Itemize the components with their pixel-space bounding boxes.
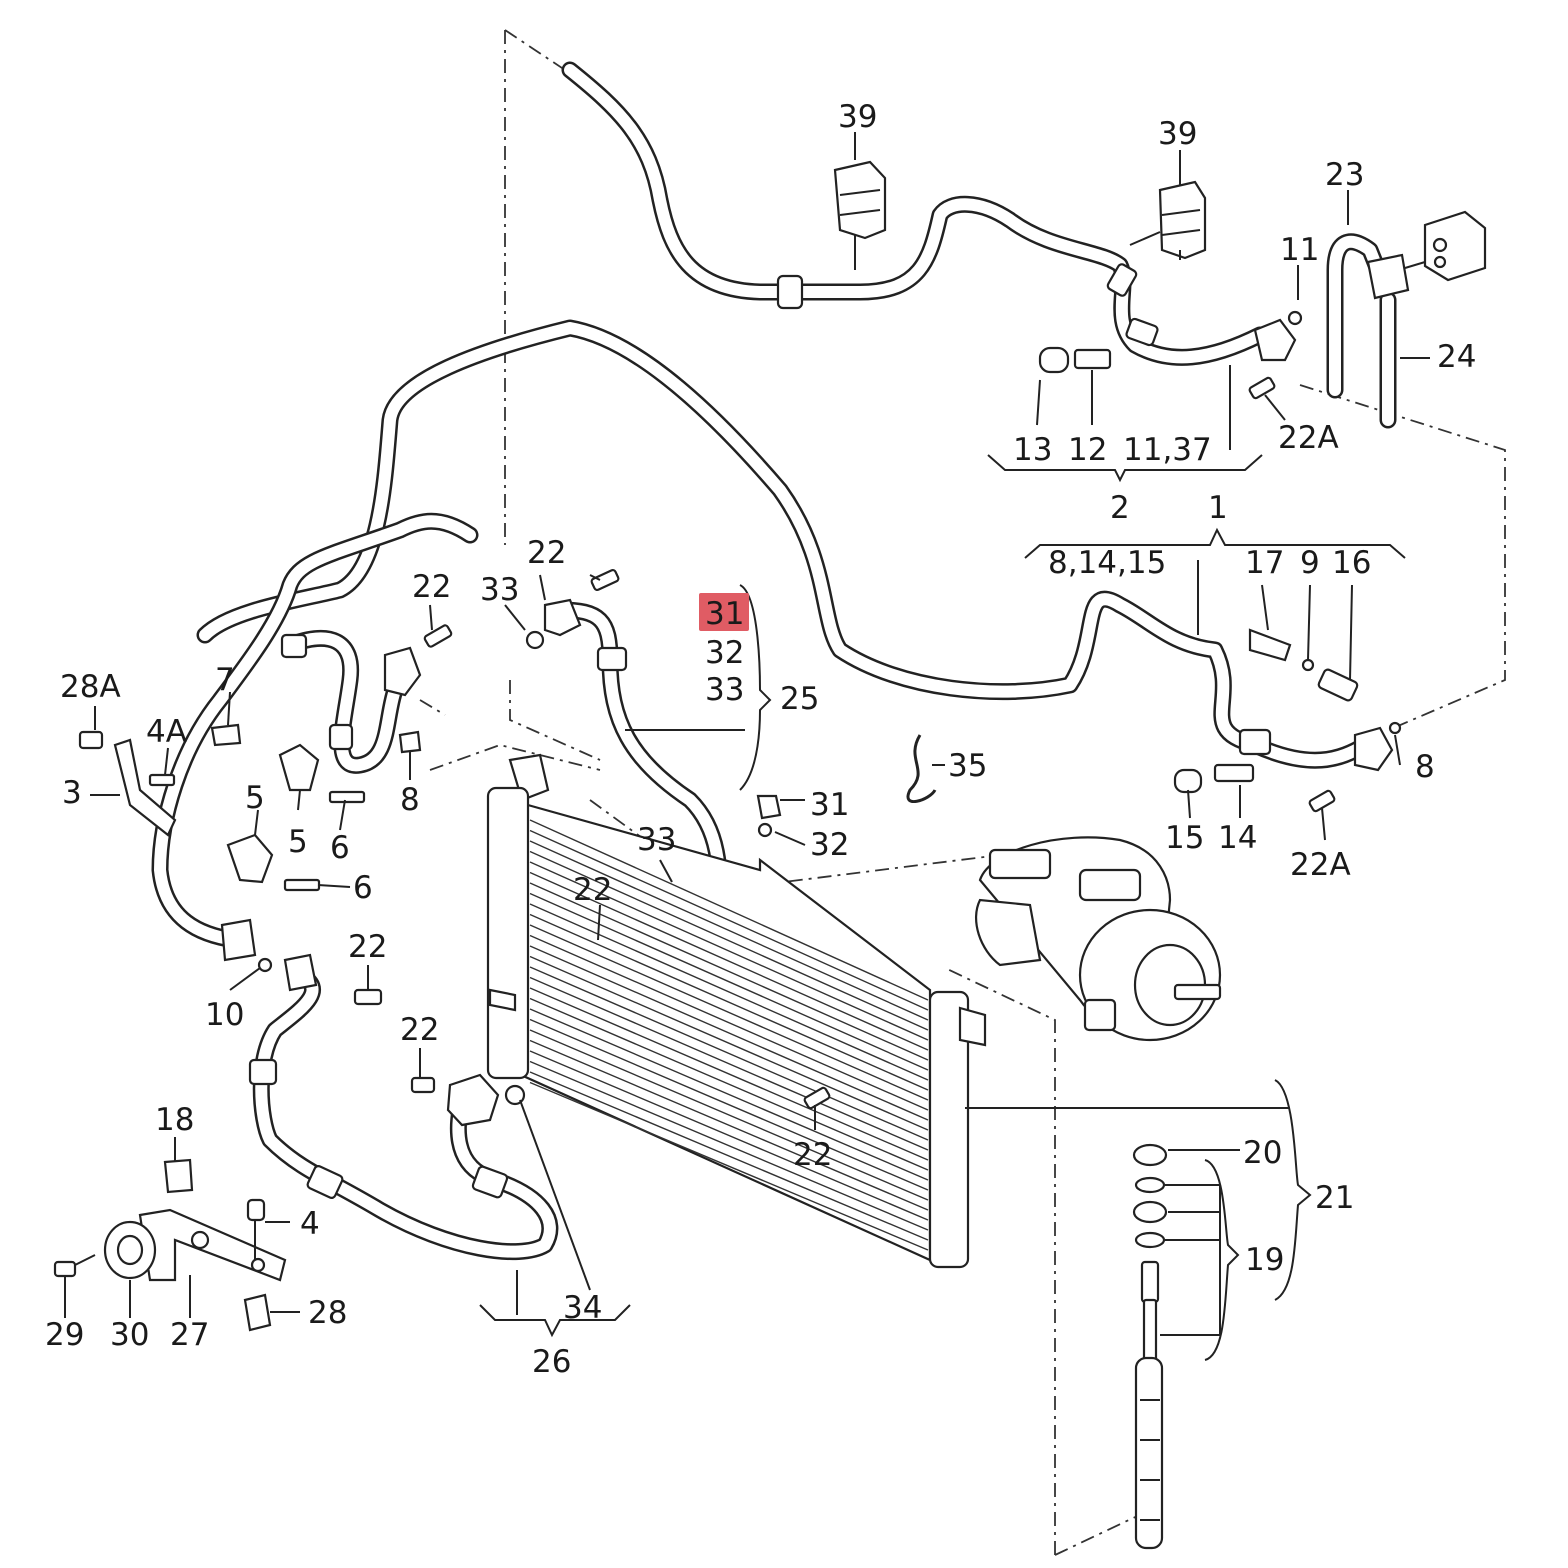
label-13: 13	[1013, 432, 1052, 468]
wiring-harness-35	[906, 734, 937, 804]
label-8-14-15: 8,14,15	[1048, 545, 1166, 581]
condenser-fin	[529, 829, 929, 1011]
compressor	[975, 836, 1222, 1042]
label-22A-top: 22A	[1278, 420, 1339, 456]
label-28A: 28A	[60, 669, 121, 705]
label-25: 25	[780, 681, 819, 717]
mounting-hardware	[53, 1158, 287, 1332]
label-22e: 22	[400, 1012, 439, 1048]
condenser-fin	[529, 987, 929, 1161]
condenser-fin	[529, 892, 929, 1071]
label-22-top: 22	[527, 535, 566, 571]
label-18: 18	[155, 1102, 194, 1138]
condenser-fin	[529, 934, 929, 1111]
condenser-fin	[529, 955, 929, 1131]
label-26: 26	[532, 1344, 571, 1380]
label-21: 21	[1315, 1180, 1354, 1216]
label-27: 27	[170, 1317, 209, 1353]
label-8-right: 8	[1415, 749, 1435, 785]
label-2: 2	[1110, 490, 1130, 526]
label-19: 19	[1245, 1242, 1284, 1278]
label-6b: 6	[353, 870, 373, 906]
condenser-fin	[529, 966, 929, 1141]
label-4: 4	[300, 1206, 320, 1242]
condenser-fin	[529, 840, 929, 1021]
condenser-fin	[529, 945, 929, 1121]
expansion-valve	[1366, 210, 1487, 300]
condenser-fin	[529, 913, 929, 1091]
fittings	[1038, 310, 1402, 813]
label-20: 20	[1243, 1135, 1282, 1171]
label-3: 3	[62, 775, 82, 811]
label-29: 29	[45, 1317, 84, 1353]
label-17: 17	[1245, 545, 1284, 581]
label-28: 28	[308, 1295, 347, 1331]
label-31: 31	[810, 787, 849, 823]
label-31-highlighted: 31	[705, 596, 744, 632]
condenser-fin	[529, 1039, 929, 1211]
condenser-fin	[529, 1060, 929, 1231]
label-4A: 4A	[146, 714, 187, 750]
label-15: 15	[1165, 820, 1204, 856]
condenser-fin	[529, 1071, 929, 1241]
condenser-fin	[529, 819, 929, 1001]
pipe-clip-39-right	[1158, 180, 1207, 260]
condenser-fin	[529, 903, 929, 1081]
label-22f: 22	[793, 1137, 832, 1173]
condenser-fin	[529, 882, 929, 1061]
condenser-fin	[529, 924, 929, 1101]
label-23: 23	[1325, 157, 1364, 193]
left-brackets	[78, 624, 453, 1006]
condenser-fin	[529, 976, 929, 1151]
label-7: 7	[215, 662, 235, 698]
highlight-box-31	[699, 593, 749, 631]
label-32b: 32	[810, 827, 849, 863]
leader-lines	[64, 132, 1430, 1361]
part-number-labels: 39 39 23 11 24 13 12 11,37 22A 2 1 8,14,…	[45, 99, 1476, 1380]
label-22d: 22	[348, 929, 387, 965]
condenser-fin	[529, 1018, 929, 1191]
label-10: 10	[205, 997, 244, 1033]
label-34: 34	[563, 1290, 602, 1326]
label-39b: 39	[1158, 116, 1197, 152]
label-33-top: 33	[480, 572, 519, 608]
condenser-fin	[529, 1008, 929, 1181]
label-11-37: 11,37	[1123, 432, 1212, 468]
label-12: 12	[1068, 432, 1107, 468]
condenser-fin	[529, 1050, 929, 1221]
condenser-fin	[529, 997, 929, 1171]
label-1: 1	[1208, 490, 1228, 526]
condenser	[410, 786, 987, 1269]
label-14: 14	[1218, 820, 1257, 856]
label-8-left: 8	[400, 782, 420, 818]
label-5a: 5	[245, 780, 265, 816]
condenser-fin	[529, 850, 929, 1031]
receiver-drier	[1132, 1143, 1168, 1550]
label-22c: 22	[573, 872, 612, 908]
label-11: 11	[1280, 232, 1319, 268]
condenser-fin	[529, 861, 929, 1041]
label-24: 24	[1437, 339, 1476, 375]
label-39a: 39	[838, 99, 877, 135]
label-22A-bottom: 22A	[1290, 847, 1351, 883]
pipe-clip-39-left	[833, 160, 887, 240]
label-35: 35	[948, 748, 987, 784]
label-33c: 33	[637, 822, 676, 858]
label-16: 16	[1332, 545, 1371, 581]
condenser-fins	[529, 819, 929, 1251]
label-5b: 5	[288, 824, 308, 860]
label-33: 33	[705, 672, 744, 708]
condenser-fin	[529, 871, 929, 1051]
label-32: 32	[705, 635, 744, 671]
label-6a: 6	[330, 830, 350, 866]
condenser-fin	[529, 1029, 929, 1201]
label-30: 30	[110, 1317, 149, 1353]
condenser-fin	[529, 1081, 929, 1251]
label-22-left: 22	[412, 569, 451, 605]
label-9: 9	[1300, 545, 1320, 581]
